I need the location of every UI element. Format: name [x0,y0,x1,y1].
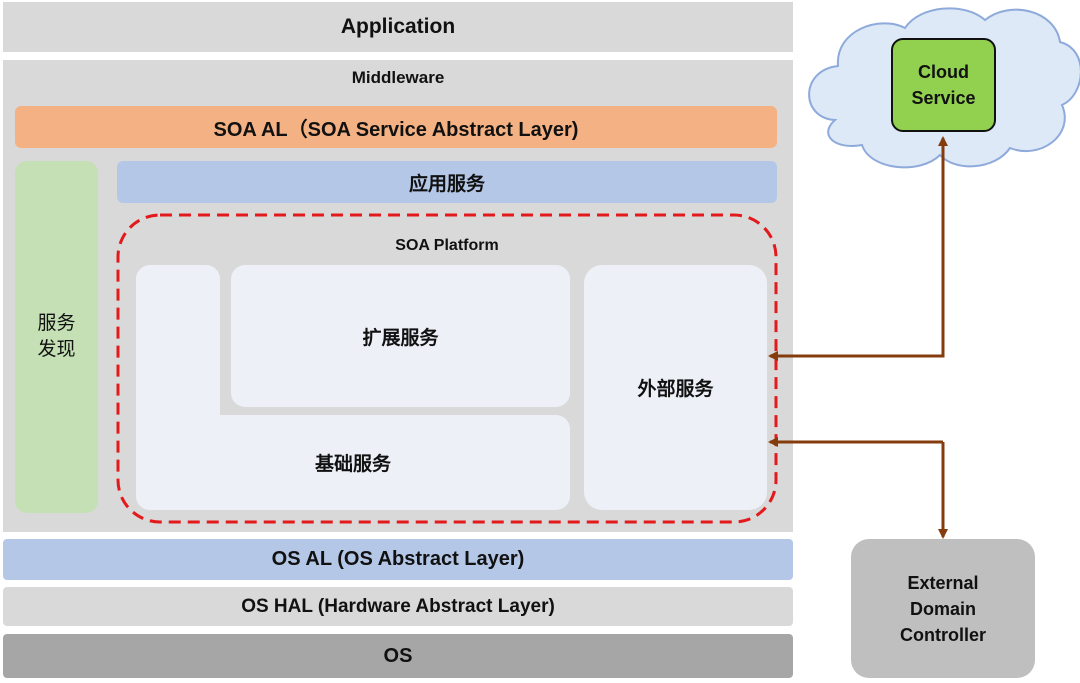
external-domain-controller-label: External Domain Controller [899,572,986,645]
base-services-block: 基础服务 [136,415,570,510]
soa-platform-boundary [116,213,778,524]
extension-services-block: 扩展服务 [231,265,570,407]
service-discovery-label: 服务 发现 [37,313,76,360]
external-domain-controller-box: External Domain Controller [851,539,1035,678]
cloud-service-label: Cloud Service [911,62,976,108]
application-label: Application [340,15,456,38]
os-al-layer: OS AL (OS Abstract Layer) [3,539,793,580]
os-al-label: OS AL (OS Abstract Layer) [271,548,525,570]
base-services-label: 基础服务 [314,454,391,475]
app-services-bar: 应用服务 [117,161,777,203]
application-layer: Application [3,2,793,52]
service-discovery-block: 服务 发现 [15,161,98,513]
external-services-block: 外部服务 [584,265,767,510]
external-services-label: 外部服务 [637,379,714,400]
extension-services-label: 扩展服务 [362,327,439,349]
cloud-to-external-services-arrow [768,144,945,361]
os-hal-layer: OS HAL (Hardware Abstract Layer) [3,587,793,626]
soa-platform-title: SOA Platform [395,237,499,254]
os-label: OS [383,644,413,667]
middleware-title: Middleware [351,68,445,87]
soa-al-layer: SOA AL（SOA Service Abstract Layer) [15,106,777,148]
os-hal-label: OS HAL (Hardware Abstract Layer) [241,595,555,617]
os-layer: OS [3,634,793,678]
soa-al-label: SOA AL（SOA Service Abstract Layer) [213,118,579,141]
app-services-label: 应用服务 [408,173,485,195]
cloud-service-box: Cloud Service [891,38,996,132]
